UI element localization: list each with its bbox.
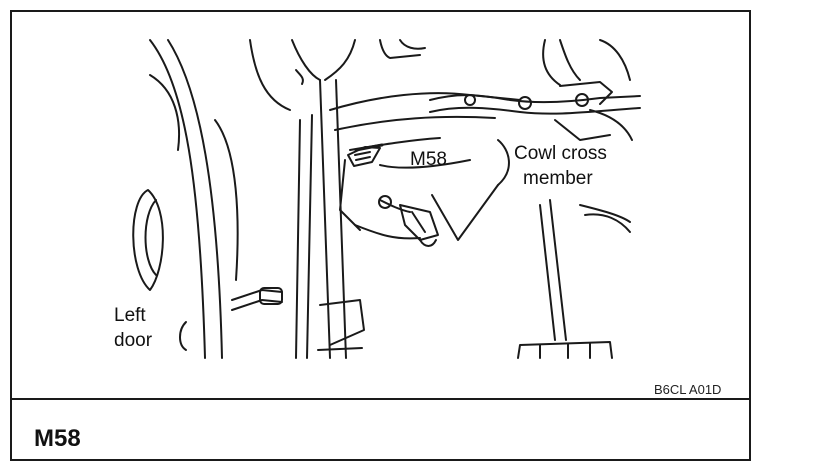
label-cowl-cross-member-line2: member (523, 168, 593, 189)
connector-m58 (347, 143, 384, 167)
wiring-harness (378, 195, 439, 247)
label-left-door-line1: Left (114, 305, 146, 326)
label-connector-m58: M58 (410, 149, 447, 170)
cowl-cross-member-drawing (429, 39, 641, 233)
label-left-door-line2: door (114, 330, 153, 351)
image-code: B6CL A01D (654, 382, 722, 397)
pedal-drawing (517, 199, 613, 359)
label-cowl-cross-member-line1: Cowl cross (514, 143, 607, 164)
figure-frame (10, 10, 751, 461)
left-door-outline (132, 39, 283, 359)
caption-divider (10, 398, 751, 400)
section-title: M58 (34, 425, 81, 452)
a-pillar-outline (249, 39, 365, 359)
